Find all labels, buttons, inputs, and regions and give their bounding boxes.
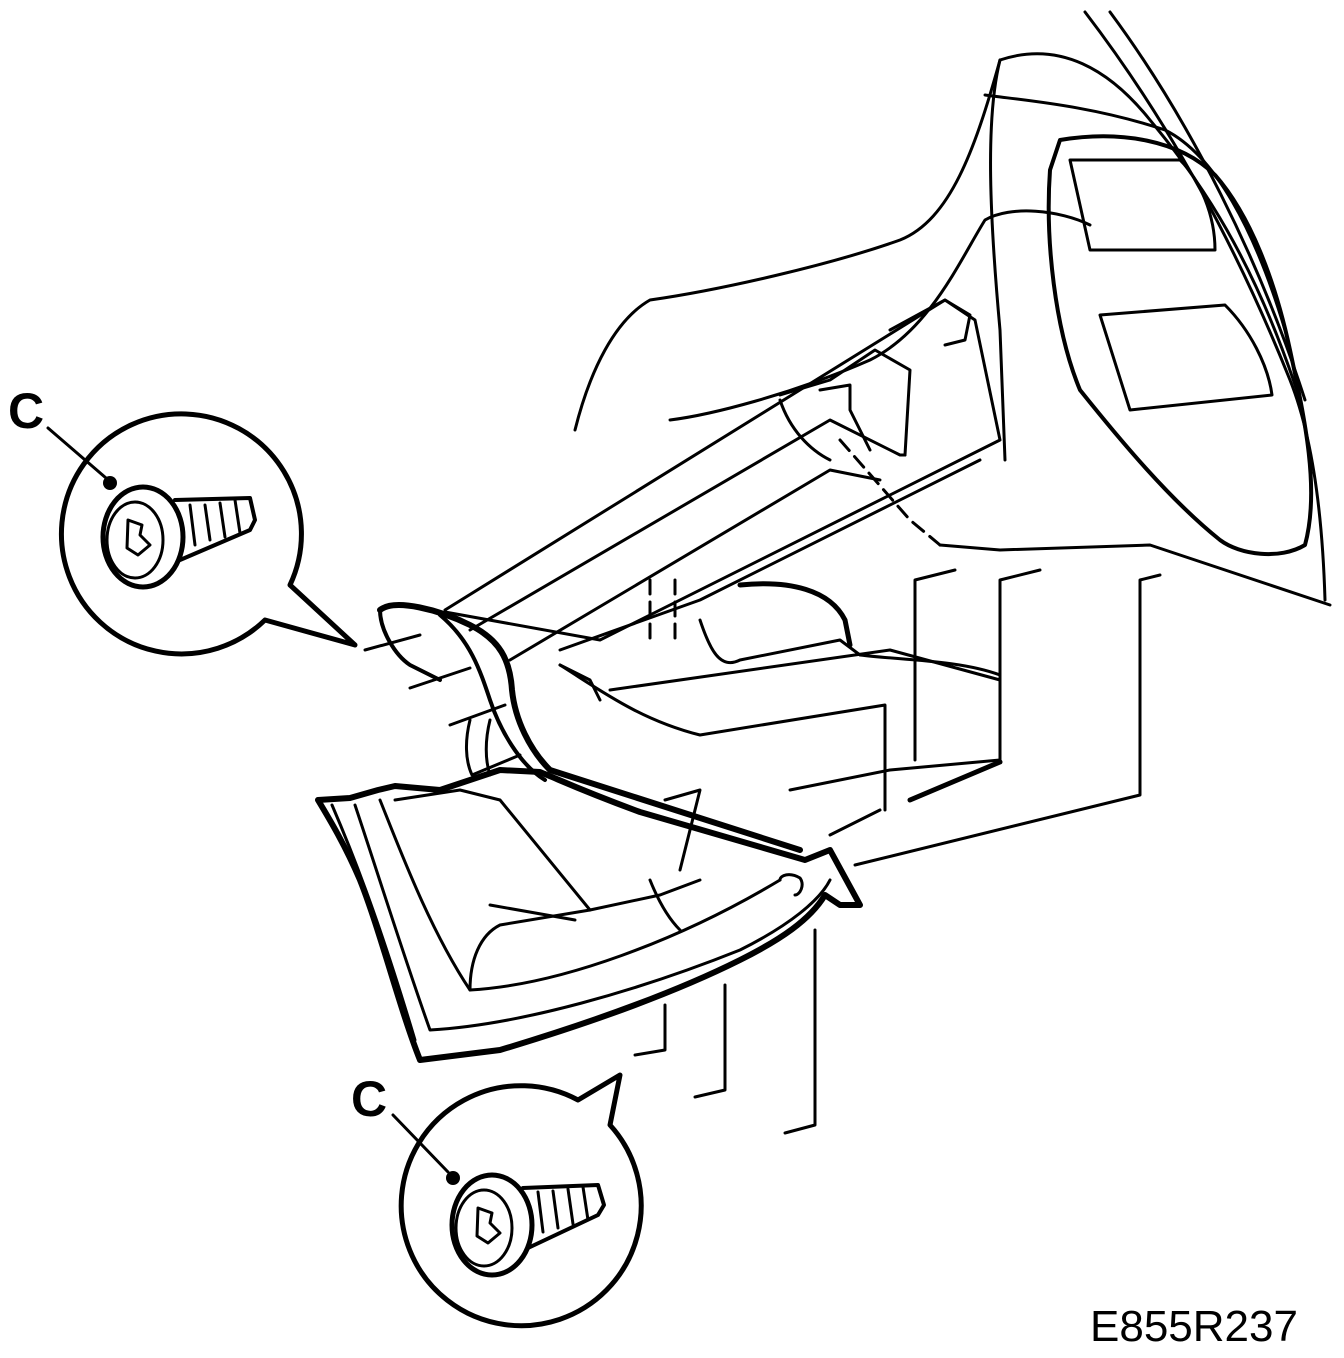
side-trim-strip [377, 602, 803, 853]
glovebox-panel [315, 767, 863, 1063]
callout-letter-bottom: C [351, 1071, 388, 1127]
air-vent-opening [1046, 134, 1314, 557]
dash-cavity [558, 543, 1332, 867]
dashboard-outline [573, 10, 1327, 602]
callout-letter-top: C [8, 383, 45, 439]
screw-callout-bubble-bottom [391, 1072, 644, 1329]
torx-screw-icon [100, 484, 257, 590]
upper-trim-rails [443, 298, 1002, 662]
fastener-leader-lines [363, 633, 817, 1135]
screw-callout-bubble-top [46, 411, 358, 657]
torx-screw-icon [449, 1172, 606, 1278]
figure-reference-code: E855R237 [1090, 1302, 1298, 1351]
